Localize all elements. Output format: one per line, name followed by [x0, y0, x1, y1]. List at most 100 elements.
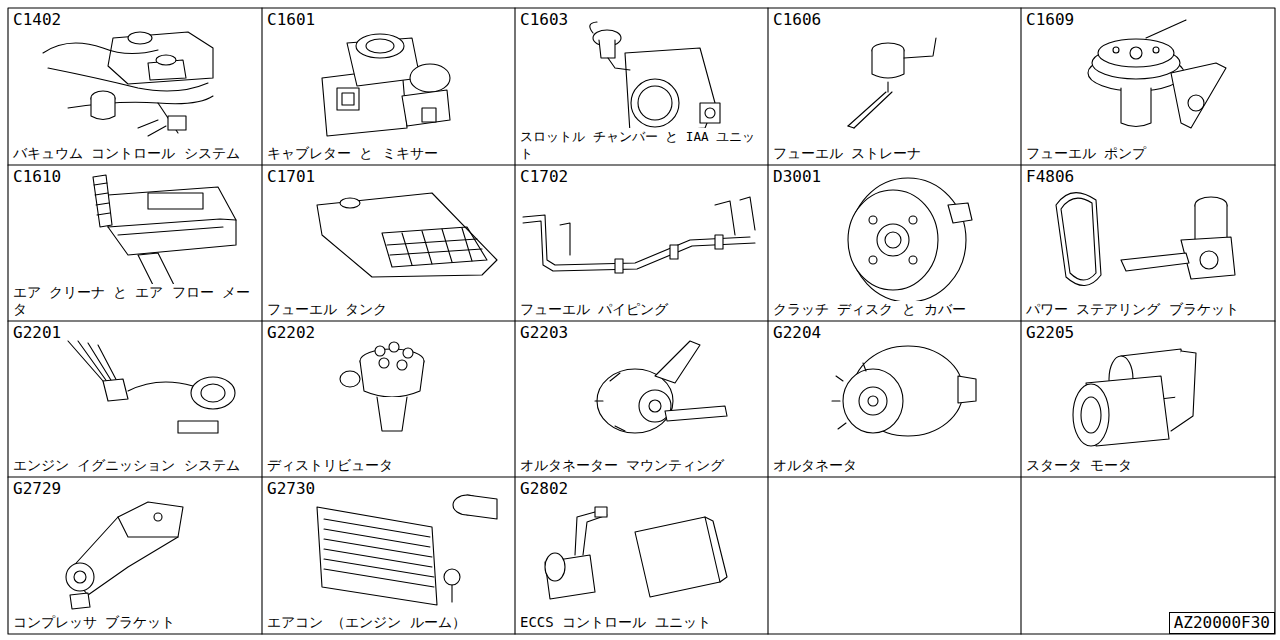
fuel-pump-illustration-stroke — [1146, 20, 1186, 38]
ignition-system-illustration-stroke — [191, 377, 235, 409]
carburetor-illustration-stroke — [342, 93, 354, 105]
distributor-illustration-stroke — [375, 346, 385, 356]
catalog-cell: C1610 エア クリーナ と エア フロー メータ — [8, 165, 262, 321]
eccs-unit-illustration-stroke — [575, 512, 607, 555]
fuel-pump-illustration-stroke — [1113, 47, 1119, 53]
catalog-cell: F4806パワー ステアリング ブラケット — [1021, 165, 1275, 321]
compressor-bracket-illustration-stroke — [154, 513, 162, 521]
section-name: オルタネータ — [773, 457, 857, 474]
catalog-cell: C1603スロットル チャンバー と IAA ユニット — [515, 8, 768, 165]
section-code: C1606 — [773, 11, 821, 29]
fuel-tank-illustration-stroke — [340, 198, 360, 208]
section-name: クラッチ ディスク と カバー — [773, 301, 966, 318]
catalog-cell: C1701 フューエル タンク — [262, 165, 515, 321]
section-name: ディストリビュータ — [267, 457, 393, 474]
carburetor-illustration-stroke — [366, 39, 394, 53]
index-grid-stroke — [8, 320, 1275, 321]
aircon-illustration-stroke — [451, 585, 452, 602]
power-steering-illustration — [1056, 193, 1235, 286]
fuel-piping-illustration — [523, 197, 755, 273]
section-name: バキュウム コントロール システム — [13, 145, 240, 162]
fuel-piping-illustration-stroke — [670, 245, 678, 259]
catalog-cell: D3001 クラッチ ディスク と カバー — [768, 165, 1021, 321]
fuel-pump-illustration-stroke — [1153, 47, 1159, 53]
throttle-chamber-illustration-stroke — [700, 103, 720, 123]
section-code: C1701 — [267, 168, 315, 186]
section-name: オルタネーター マウンティング — [520, 457, 724, 474]
fuel-pump-illustration-stroke — [1130, 47, 1142, 59]
section-code: D3001 — [773, 168, 821, 186]
compressor-bracket-illustration-stroke — [66, 563, 94, 591]
throttle-chamber-illustration-stroke — [608, 58, 630, 70]
vacuum-system-illustration-stroke — [138, 120, 166, 136]
section-name: パワー ステアリング ブラケット — [1026, 301, 1239, 318]
catalog-cell: C1702フューエル パイピング — [515, 165, 768, 321]
ignition-system-illustration — [68, 341, 235, 433]
clutch-illustration-stroke — [909, 256, 917, 264]
alternator-mounting-illustration-stroke — [655, 341, 700, 383]
section-code: G2202 — [267, 324, 315, 342]
clutch-illustration-stroke — [877, 224, 909, 256]
alternator-mounting-illustration — [595, 341, 727, 433]
fuel-strainer-illustration-stroke — [887, 82, 888, 92]
aircon-illustration-stroke — [317, 507, 437, 605]
index-grid-stroke — [8, 476, 1275, 477]
section-code: C1702 — [520, 168, 568, 186]
catalog-cell: C1402バキュウム コントロール システム — [8, 8, 262, 165]
clutch-illustration — [848, 178, 972, 302]
throttle-chamber-illustration-stroke — [638, 86, 672, 120]
fuel-pump-illustration-stroke — [1171, 63, 1226, 128]
starter-motor-illustration-stroke — [1171, 351, 1196, 431]
ignition-system-illustration-stroke — [103, 379, 128, 401]
compressor-bracket-illustration-stroke — [74, 571, 86, 583]
fuel-piping-illustration-stroke — [715, 201, 735, 235]
vacuum-system-illustration-stroke — [68, 96, 213, 108]
distributor-illustration-stroke — [397, 360, 407, 370]
carburetor-illustration-stroke — [356, 34, 404, 58]
ignition-system-illustration-stroke — [178, 421, 218, 433]
alternator-illustration-stroke — [843, 369, 903, 433]
drawing-number: AZ20000F30 — [1169, 612, 1275, 634]
eccs-unit-illustration-stroke — [545, 553, 565, 581]
section-code: G2205 — [1026, 324, 1074, 342]
air-cleaner-illustration-stroke — [108, 219, 236, 227]
section-code: C1609 — [1026, 11, 1074, 29]
section-name: フューエル ポンプ — [1026, 145, 1146, 162]
carburetor-illustration-stroke — [422, 108, 436, 122]
power-steering-illustration-stroke — [1181, 237, 1235, 279]
section-code: C1601 — [267, 11, 315, 29]
section-name: キャブレター と ミキサー — [267, 145, 438, 162]
section-code: C1610 — [13, 168, 61, 186]
section-name: エア クリーナ と エア フロー メータ — [13, 284, 257, 318]
power-steering-illustration-stroke — [1061, 198, 1096, 280]
section-name: スロットル チャンバー と IAA ユニット — [520, 128, 763, 162]
alternator-illustration — [832, 346, 976, 436]
distributor-illustration — [340, 342, 424, 431]
index-grid — [8, 8, 1275, 634]
section-code: G2204 — [773, 324, 821, 342]
distributor-illustration-stroke — [377, 397, 407, 431]
fuel-strainer-illustration-stroke — [848, 92, 892, 128]
section-name: フューエル ストレーナ — [773, 145, 921, 162]
fuel-tank-illustration-stroke — [317, 193, 497, 277]
distributor-illustration-stroke — [403, 348, 413, 358]
air-cleaner-illustration — [93, 175, 236, 295]
catalog-cell: G2203オルタネーター マウンティング — [515, 321, 768, 477]
section-name: フューエル タンク — [267, 301, 387, 318]
throttle-chamber-illustration-stroke — [631, 79, 679, 127]
fuel-strainer-illustration-stroke — [904, 38, 936, 58]
fuel-strainer-illustration-stroke — [872, 50, 904, 78]
section-code: G2730 — [267, 480, 315, 498]
section-name: スタータ モータ — [1026, 457, 1132, 474]
distributor-illustration-stroke — [340, 371, 360, 387]
alternator-illustration-stroke — [958, 376, 976, 403]
fuel-piping-illustration-stroke — [560, 223, 570, 255]
section-code: G2201 — [13, 324, 61, 342]
catalog-cell: G2802ECCS コントロール ユニット — [515, 477, 768, 634]
clutch-illustration-stroke — [909, 216, 917, 224]
ignition-system-illustration-stroke — [128, 382, 193, 391]
fuel-strainer-illustration — [848, 38, 936, 128]
alternator-mounting-illustration-stroke — [595, 373, 625, 431]
starter-motor-illustration — [1073, 349, 1196, 446]
section-code: G2729 — [13, 480, 61, 498]
